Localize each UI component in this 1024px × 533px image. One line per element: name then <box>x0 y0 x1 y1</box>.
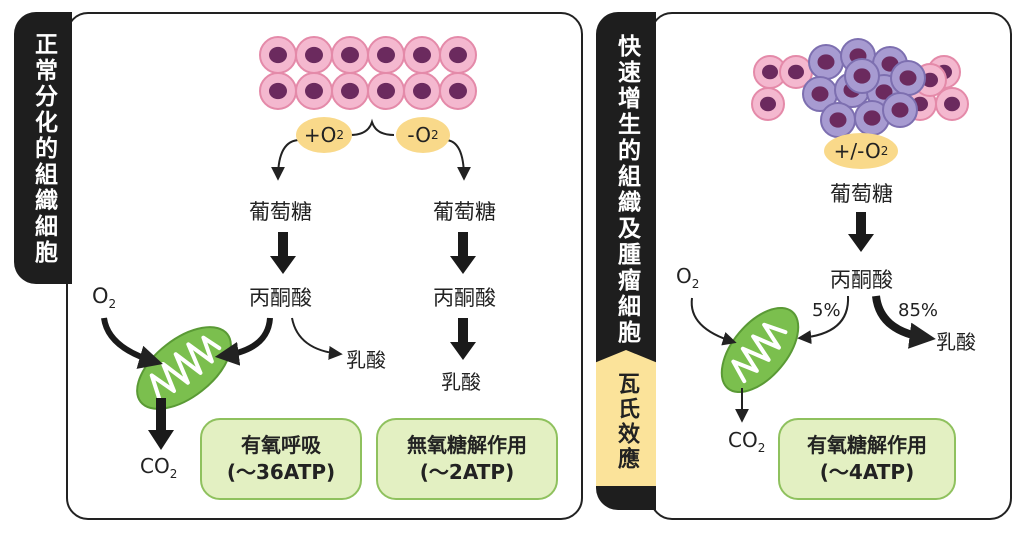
co2-left-sub: 2 <box>169 467 178 481</box>
tumor-cell-nucleus <box>863 110 881 126</box>
tumor-cell-cluster <box>751 38 969 138</box>
pyruvate-right: 丙酮酸 <box>433 286 496 310</box>
normal-cell-nucleus <box>305 82 323 100</box>
anaerobic-glycolysis-box: 無氧糖解作用 (～2ATP) <box>376 418 558 500</box>
arrow-o2-into-mitochondrion <box>101 317 163 369</box>
pyruvate-tumor: 丙酮酸 <box>830 268 893 292</box>
plus-minus-o2-sub: 2 <box>880 144 889 158</box>
tumor-cell-nucleus <box>891 102 909 118</box>
normal-cell-nucleus <box>413 46 431 64</box>
tumor-cell-nucleus <box>853 68 871 84</box>
glucose-right: 葡萄糖 <box>433 200 496 224</box>
normal-cell-nucleus <box>305 46 323 64</box>
arrow-pyruvate-into-mitochondrion-tumor <box>797 295 850 345</box>
normal-cell-nucleus <box>762 64 778 80</box>
minus-o2-sub: 2 <box>430 128 439 142</box>
o2-left-sub: 2 <box>108 297 117 312</box>
plus-minus-o2-label: +/-O <box>833 139 881 163</box>
normal-cell-nucleus <box>449 82 467 100</box>
arrow-plus-o2 <box>271 139 301 181</box>
normal-cell-nucleus <box>269 46 287 64</box>
mitochondrion-right <box>720 306 800 394</box>
normal-cell-nucleus <box>377 46 395 64</box>
arrow-pyruvate-into-mitochondrion <box>214 317 273 366</box>
tumor-cell-nucleus <box>875 84 893 100</box>
normal-cell-cluster <box>259 36 477 110</box>
normal-cell-nucleus <box>413 82 431 100</box>
o2-left-text: O <box>92 284 109 308</box>
normal-cell-nucleus <box>377 82 395 100</box>
normal-cell-nucleus <box>341 82 359 100</box>
normal-cell-nucleus <box>760 96 776 112</box>
plus-o2-label: +O <box>303 123 337 147</box>
tumor-cell-nucleus <box>899 70 917 86</box>
arrow-o2-into-mitochondrion-tumor <box>690 297 737 346</box>
pct-lactate: 85% <box>898 300 939 321</box>
warburg-effect-tab: 瓦氏效應 <box>596 350 656 486</box>
arrow-minus-o2 <box>444 139 471 181</box>
co2-tumor-text: CO <box>728 428 758 452</box>
normal-cell-tab: 正常分化的組織細胞 <box>14 12 72 284</box>
aerobic-glycolysis-title: 有氧糖解作用 <box>807 433 927 457</box>
o2-label-left: O2 <box>92 284 116 311</box>
arrow-pyruvate-to-lactate-small <box>291 317 343 360</box>
minus-o2-label: -O <box>407 123 431 147</box>
glucose-tumor: 葡萄糖 <box>830 182 893 206</box>
arrow-glucose-to-pyruvate-tumor <box>848 212 874 252</box>
lactate-small: 乳酸 <box>346 348 386 372</box>
co2-label-left: CO2 <box>140 454 177 481</box>
arrow-glucose-to-pyruvate-right <box>450 232 476 274</box>
aerobic-glycolysis-box: 有氧糖解作用 (～4ATP) <box>778 418 956 500</box>
pyruvate-left: 丙酮酸 <box>249 286 312 310</box>
o2-tumor-sub: 2 <box>691 277 700 291</box>
arrow-mitochondrion-to-co2 <box>148 398 174 450</box>
co2-left-text: CO <box>140 454 170 478</box>
tumor-cell-nucleus <box>817 54 835 70</box>
normal-cell-nucleus <box>922 72 938 88</box>
lactate-right: 乳酸 <box>441 370 481 394</box>
o2-tumor-text: O <box>676 264 692 288</box>
normal-cell-nucleus <box>788 64 804 80</box>
aerobic-respiration-title: 有氧呼吸 <box>241 433 321 457</box>
mitochondrion-left <box>136 326 232 410</box>
anaerobic-glycolysis-atp: (～2ATP) <box>419 460 515 484</box>
anaerobic-glycolysis-title: 無氧糖解作用 <box>407 433 527 457</box>
aerobic-respiration-atp: (～36ATP) <box>226 460 336 484</box>
o2-label-tumor: O2 <box>676 264 699 291</box>
arrow-pyruvate-to-lactate-right <box>450 318 476 360</box>
aerobic-glycolysis-atp: (～4ATP) <box>819 460 915 484</box>
glucose-left: 葡萄糖 <box>249 200 312 224</box>
tumor-cell-nucleus <box>811 86 829 102</box>
normal-cell-tab-label: 正常分化的組織細胞 <box>30 32 57 266</box>
arrow-glucose-to-pyruvate-left <box>270 232 296 274</box>
co2-tumor-sub: 2 <box>757 441 766 455</box>
aerobic-respiration-box: 有氧呼吸 (～36ATP) <box>200 418 362 500</box>
tumor-cell-tab-label: 快速增生的組織及腫瘤細胞 <box>613 34 640 346</box>
co2-label-tumor: CO2 <box>728 428 765 455</box>
normal-cell-nucleus <box>341 46 359 64</box>
split-brace <box>349 118 395 136</box>
warburg-effect-label: 瓦氏效應 <box>614 372 639 472</box>
pct-mitochondria: 5% <box>812 300 841 321</box>
normal-cell-nucleus <box>944 96 960 112</box>
arrow-pyruvate-to-lactate-tumor <box>872 295 936 349</box>
tumor-cell-nucleus <box>829 112 847 128</box>
normal-cell-nucleus <box>269 82 287 100</box>
lactate-tumor: 乳酸 <box>936 330 976 354</box>
plus-o2-sub: 2 <box>336 128 345 142</box>
normal-cell-nucleus <box>449 46 467 64</box>
